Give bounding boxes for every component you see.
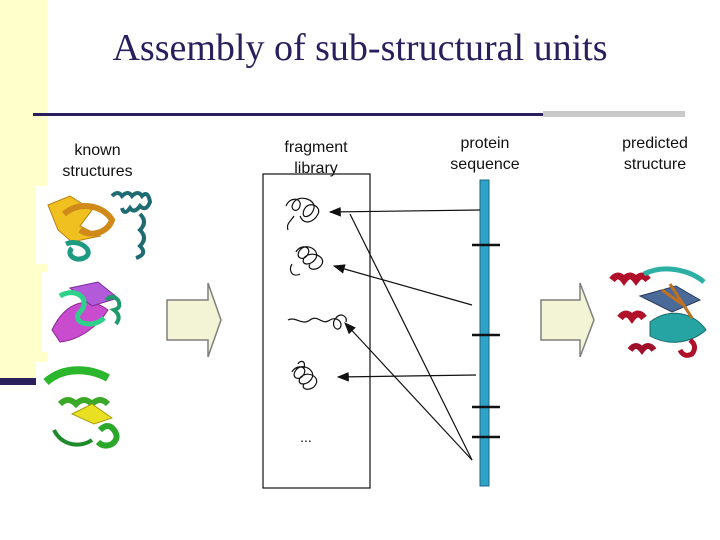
fragment-3-squiggle [287, 314, 347, 330]
title-underline-accent [543, 111, 685, 117]
label-known-structures: known structures [62, 142, 133, 180]
decorative-left-rule [0, 378, 47, 385]
label-fragment-library: fragment library [284, 139, 348, 177]
mapping-arrow-3 [344, 322, 473, 461]
fragment-ellipsis: ... [300, 429, 312, 445]
fragment-2-squiggle [289, 246, 324, 276]
mapping-arrow-4 [336, 372, 477, 382]
protein-sequence-bar [479, 179, 490, 487]
label-protein-sequence: protein sequence [450, 135, 520, 173]
known-structure-1-image [36, 186, 153, 264]
label-predicted-structure: predicted structure [622, 135, 688, 173]
block-arrow-right [540, 282, 595, 358]
known-structure-3-image [36, 362, 138, 454]
block-arrow-left [166, 282, 222, 358]
slide-title: Assembly of sub-structural units [112, 27, 608, 69]
predicted-structure-image [600, 262, 716, 368]
mapping-arrow-2 [332, 264, 473, 306]
fragment-library-box [262, 173, 371, 489]
fragment-4-squiggle [291, 360, 318, 390]
mapping-line-5 [349, 213, 473, 461]
mapping-arrow-1 [328, 207, 481, 217]
fragment-1-squiggle [285, 197, 320, 231]
title-underline [33, 113, 543, 116]
known-structure-2-image [42, 272, 138, 352]
